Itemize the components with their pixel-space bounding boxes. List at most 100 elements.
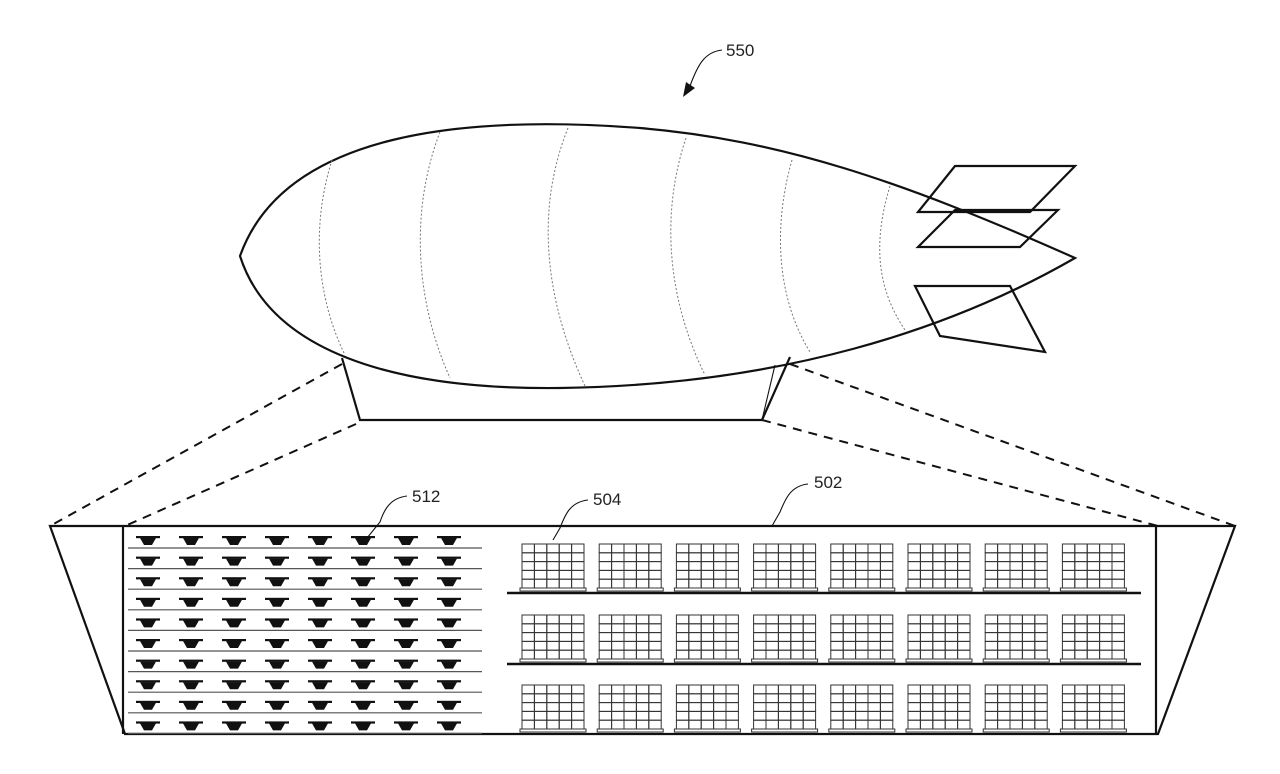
drone [437, 618, 461, 628]
drone [351, 721, 375, 731]
inventory-pallet [673, 684, 741, 733]
reference-504: 504 [552, 490, 621, 541]
drone [308, 577, 332, 587]
inventory-pallet [905, 614, 973, 663]
inventory-pallet [596, 543, 664, 592]
drone [222, 680, 246, 690]
drone [351, 639, 375, 648]
drone [265, 721, 289, 731]
envelope-ribs [318, 127, 906, 387]
drone [136, 618, 160, 628]
reference-label-512: 512 [412, 487, 440, 506]
cross-section-outline [48, 524, 1237, 736]
drone [308, 618, 332, 628]
drone [437, 659, 461, 669]
inventory-pallet [596, 684, 664, 733]
drone [136, 597, 160, 607]
drone [136, 680, 160, 690]
inventory-pallet [905, 543, 973, 592]
drone [351, 680, 375, 690]
drone [308, 721, 332, 731]
drone [222, 577, 246, 587]
drone [351, 618, 375, 628]
drone [308, 536, 332, 545]
inventory-pallet [751, 684, 819, 733]
drone [136, 700, 160, 710]
drone [394, 556, 418, 566]
reference-label-504: 504 [593, 490, 621, 509]
drone [222, 659, 246, 669]
inventory-pallet [982, 614, 1050, 663]
reference-550: 550 [683, 41, 754, 97]
inventory-pallet [828, 543, 896, 592]
reference-512: 512 [366, 487, 440, 539]
drone [437, 536, 461, 545]
inventory-pallet [673, 543, 741, 592]
drone [179, 639, 203, 648]
drone [394, 536, 418, 545]
drone [308, 556, 332, 566]
drone [222, 618, 246, 628]
storage-area-502 [48, 524, 1237, 736]
drone [222, 536, 246, 545]
drone [179, 556, 203, 566]
drone [136, 556, 160, 566]
inventory-pallet [982, 684, 1050, 733]
drone [265, 577, 289, 587]
drone [179, 721, 203, 731]
drone [265, 659, 289, 669]
drone [394, 597, 418, 607]
drone [265, 536, 289, 545]
drone [308, 659, 332, 669]
drone [351, 700, 375, 710]
drone [222, 639, 246, 648]
inventory-pallet [751, 614, 819, 663]
inventory-pallet [1059, 543, 1127, 592]
inventory-shelves [507, 543, 1141, 733]
drone [437, 680, 461, 690]
inventory-pallet [1059, 614, 1127, 663]
tail-fin-upper [915, 164, 1078, 214]
drone-storage-512 [128, 536, 482, 735]
drone [136, 659, 160, 669]
drone [222, 721, 246, 731]
drone [437, 556, 461, 566]
inventory-pallet [673, 614, 741, 663]
projection-lines [49, 363, 1236, 527]
drone [179, 700, 203, 710]
drone [179, 618, 203, 628]
drone [394, 639, 418, 648]
drone [179, 597, 203, 607]
envelope [238, 123, 1078, 390]
drone [179, 577, 203, 587]
drone [265, 700, 289, 710]
drone [394, 700, 418, 710]
inventory-pallet [1059, 684, 1127, 733]
drone [136, 639, 160, 648]
drone [308, 680, 332, 690]
drone [351, 577, 375, 587]
inventory-pallet [751, 543, 819, 592]
reference-502: 502 [771, 473, 842, 527]
drone [437, 700, 461, 710]
drone [136, 536, 160, 545]
drone [222, 556, 246, 566]
drone [265, 639, 289, 648]
reference-label-502: 502 [814, 473, 842, 492]
drone [136, 721, 160, 731]
drone [437, 597, 461, 607]
inventory-pallet [982, 543, 1050, 592]
drone [437, 577, 461, 587]
drone [394, 721, 418, 731]
inventory-pallet [828, 684, 896, 733]
drone [179, 680, 203, 690]
drone [394, 618, 418, 628]
drone [265, 680, 289, 690]
tail-fin-lower [913, 284, 1047, 354]
drone [351, 597, 375, 607]
inventory-pallet [519, 614, 587, 663]
drone [351, 659, 375, 669]
drone [351, 556, 375, 566]
drone [222, 700, 246, 710]
